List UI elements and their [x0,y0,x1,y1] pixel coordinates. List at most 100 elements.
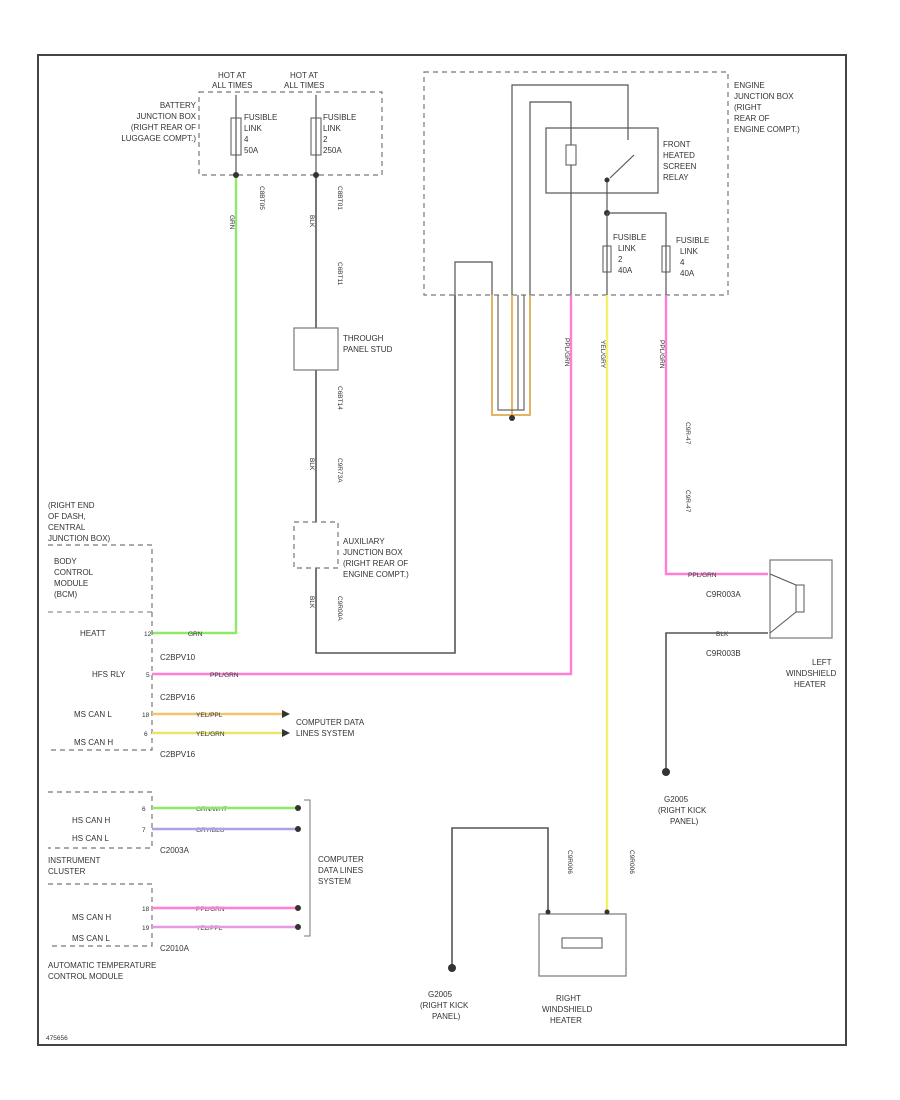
svg-text:FUSIBLE: FUSIBLE [676,236,709,245]
svg-text:HEATT: HEATT [80,629,106,638]
splice-2: C9R-47 [684,490,691,513]
wire-blk-right-ground [451,827,549,968]
svg-text:AUXILIARY: AUXILIARY [343,537,385,546]
svg-text:YEL/PPL: YEL/PPL [196,712,223,719]
svg-text:INSTRUMENT: INSTRUMENT [48,856,101,865]
svg-text:GRY/BLU: GRY/BLU [196,827,225,834]
left-heater-conn-b: C9R003B [706,649,741,658]
left-heater-wire-a: PPL/GRN [688,572,717,579]
svg-text:FUSIBLE: FUSIBLE [244,113,277,122]
svg-text:CLUSTER: CLUSTER [48,867,86,876]
svg-text:LUGGAGE COMPT.): LUGGAGE COMPT.) [121,134,196,143]
svg-text:LINK: LINK [618,244,636,253]
svg-text:C2BPV16: C2BPV16 [160,750,196,759]
svg-text:HEATER: HEATER [550,1016,582,1025]
svg-text:LINK: LINK [680,247,698,256]
wire-label-blk-top: BLK [308,215,315,228]
svg-text:7: 7 [142,827,146,834]
svg-text:PPL/GRN: PPL/GRN [196,906,225,913]
engine-junction-box: ENGINE JUNCTION BOX (RIGHT REAR OF ENGIN… [423,71,800,296]
svg-text:18: 18 [142,712,150,719]
svg-text:MODULE: MODULE [54,579,88,588]
svg-text:FRONT: FRONT [663,140,691,149]
svg-text:MS CAN L: MS CAN L [74,710,112,719]
svg-text:HEATER: HEATER [794,680,826,689]
svg-text:HS CAN L: HS CAN L [72,834,109,843]
bcm-pin-6: MS CAN H 6 YEL/GRN C2BPV16 [74,731,225,759]
computer-data-lines-1: COMPUTER DATA LINES SYSTEM [296,718,365,738]
svg-text:COMPUTER DATA: COMPUTER DATA [296,718,365,727]
svg-text:LINK: LINK [323,124,341,133]
svg-text:CONTROL: CONTROL [54,568,94,577]
svg-text:LINES SYSTEM: LINES SYSTEM [296,729,355,738]
wire-blk-left-ground [665,632,768,772]
svg-text:RELAY: RELAY [663,173,689,182]
svg-text:40A: 40A [680,269,695,278]
svg-text:OF DASH,: OF DASH, [48,512,86,521]
svg-text:JUNCTION BOX: JUNCTION BOX [136,112,196,121]
svg-text:WINDSHIELD: WINDSHIELD [542,1005,592,1014]
svg-text:COMPUTER: COMPUTER [318,855,364,864]
wire-blk-main [315,175,456,654]
svg-text:LINK: LINK [244,124,262,133]
wire-label-ppl-grn: PPL/GRN [563,338,570,367]
conn-c8bt01: C8BT01 [336,186,343,210]
svg-text:GRN/WHT: GRN/WHT [196,806,227,813]
svg-text:19: 19 [142,925,150,932]
svg-text:18: 18 [142,906,150,913]
svg-text:HEATED: HEATED [663,151,695,160]
svg-text:DATA LINES: DATA LINES [318,866,363,875]
svg-text:SCREEN: SCREEN [663,162,697,171]
svg-text:40A: 40A [618,266,633,275]
conn-c6bt11: C6BT11 [336,262,343,286]
svg-text:(RIGHT KICK: (RIGHT KICK [420,1001,469,1010]
svg-text:GRN: GRN [188,631,203,638]
svg-text:250A: 250A [323,146,342,155]
bcm-pin-12: HEATT 12 GRN C2BPV10 [80,629,203,662]
svg-text:MS CAN H: MS CAN H [74,738,113,747]
svg-text:JUNCTION BOX: JUNCTION BOX [734,92,794,101]
conn-c9r73a: C9R73A [336,458,343,483]
svg-text:4: 4 [680,258,685,267]
left-heater-conn-a: C9R003A [706,590,741,599]
svg-text:(RIGHT: (RIGHT [734,103,762,112]
splice-1: C9R-47 [684,422,691,445]
auxiliary-junction-box: AUXILIARY JUNCTION BOX (RIGHT REAR OF EN… [293,521,409,579]
body-control-module: (RIGHT END OF DASH, CENTRAL JUNCTION BOX… [48,501,153,751]
wire-grn [152,175,238,635]
svg-text:REAR OF: REAR OF [734,114,770,123]
svg-text:50A: 50A [244,146,259,155]
svg-text:CONTROL MODULE: CONTROL MODULE [48,972,123,981]
svg-text:RIGHT: RIGHT [556,994,581,1003]
svg-text:(RIGHT KICK: (RIGHT KICK [658,806,707,815]
svg-text:WINDSHIELD: WINDSHIELD [786,669,836,678]
svg-text:C2BPV16: C2BPV16 [160,693,196,702]
svg-text:THROUGH: THROUGH [343,334,384,343]
svg-text:ENGINE COMPT.): ENGINE COMPT.) [734,125,800,134]
wire-label-ppl-left: PPL/GRN [658,340,665,369]
svg-text:SYSTEM: SYSTEM [318,877,351,886]
wire-label-blk-lower: BLK [308,596,315,609]
conn-c9r00a: C9R00A [336,596,343,621]
wire-label-grn: GRN [228,215,235,230]
svg-text:G2005: G2005 [428,990,453,999]
svg-text:ALL TIMES: ALL TIMES [212,81,252,90]
svg-text:JUNCTION BOX): JUNCTION BOX) [48,534,111,543]
svg-text:LEFT: LEFT [812,658,832,667]
svg-text:6: 6 [144,731,148,738]
conn-c8bt05: C8BT05 [258,186,265,210]
svg-text:2: 2 [618,255,623,264]
instrument-cluster: HS CAN H HS CAN L 6 7 GRN/WHT GRY/BLU C2… [48,791,227,876]
svg-text:JUNCTION BOX: JUNCTION BOX [343,548,403,557]
through-panel-stud: THROUGH PANEL STUD [293,327,393,371]
svg-text:(RIGHT END: (RIGHT END [48,501,95,510]
wire-bundle-orange [491,295,531,416]
svg-text:FUSIBLE: FUSIBLE [613,233,646,242]
svg-text:4: 4 [244,135,249,144]
svg-text:PANEL): PANEL) [432,1012,461,1021]
right-heater-conn-b: C9R006 [628,850,635,874]
computer-data-lines-2: COMPUTER DATA LINES SYSTEM [318,855,364,886]
svg-text:HFS RLY: HFS RLY [92,670,126,679]
ground-right: G2005 (RIGHT KICK PANEL) [420,990,469,1021]
